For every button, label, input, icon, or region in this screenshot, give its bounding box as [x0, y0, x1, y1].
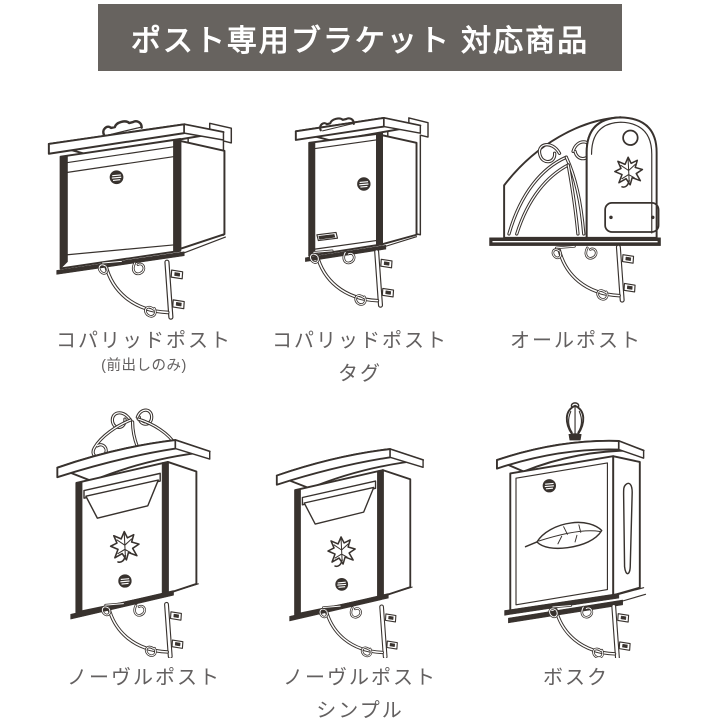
bosque-post-illustration — [476, 386, 676, 658]
product-variant: (前出しのみ) — [101, 358, 187, 374]
product-label: コパリッドポスト タグ — [272, 324, 448, 386]
product-card-novel-post: ノーヴルポスト — [36, 386, 252, 720]
product-name: オールポスト — [510, 330, 642, 352]
product-grid: コパリッドポスト (前出しのみ) — [36, 85, 684, 720]
product-variant: タグ — [338, 363, 382, 385]
product-card-copalid-post-tag: コパリッドポスト タグ — [252, 85, 468, 386]
copalid-post-tag-illustration — [269, 85, 451, 321]
copalid-post-illustration — [41, 85, 247, 321]
product-label: ノーヴルポスト シンプル — [283, 661, 437, 720]
copalid-post-drawing — [47, 117, 233, 321]
product-name: コパリッドポスト — [56, 330, 232, 352]
product-name: ノーヴルポスト — [67, 667, 221, 689]
product-card-all-post: オールポスト — [468, 85, 684, 386]
all-post-illustration — [474, 85, 678, 321]
product-card-novel-post-simple: ノーヴルポスト シンプル — [252, 386, 468, 720]
product-card-copalid-post: コパリッドポスト (前出しのみ) — [36, 85, 252, 386]
bosque-post-drawing — [496, 401, 647, 658]
product-label: オールポスト — [510, 324, 642, 386]
page-title: ポスト専用ブラケット 対応商品 — [130, 24, 590, 58]
novel-post-drawing — [44, 408, 244, 658]
product-name: ノーヴルポスト — [283, 667, 437, 689]
novel-post-simple-illustration — [264, 386, 456, 658]
product-label: コパリッドポスト (前出しのみ) — [56, 324, 232, 386]
product-name: ボスク — [543, 667, 609, 689]
all-post-drawing — [489, 116, 661, 321]
novel-post-illustration — [44, 386, 244, 658]
product-name: コパリッドポスト — [272, 330, 448, 352]
novel-post-simple-drawing — [264, 439, 456, 658]
header-banner: ポスト専用ブラケット 対応商品 — [98, 4, 622, 71]
copalid-post-tag-drawing — [294, 115, 429, 321]
product-label: ノーヴルポスト — [67, 661, 221, 720]
product-card-bosque: ボスク — [468, 386, 684, 720]
product-label: ボスク — [543, 661, 609, 720]
product-variant: シンプル — [316, 700, 404, 720]
